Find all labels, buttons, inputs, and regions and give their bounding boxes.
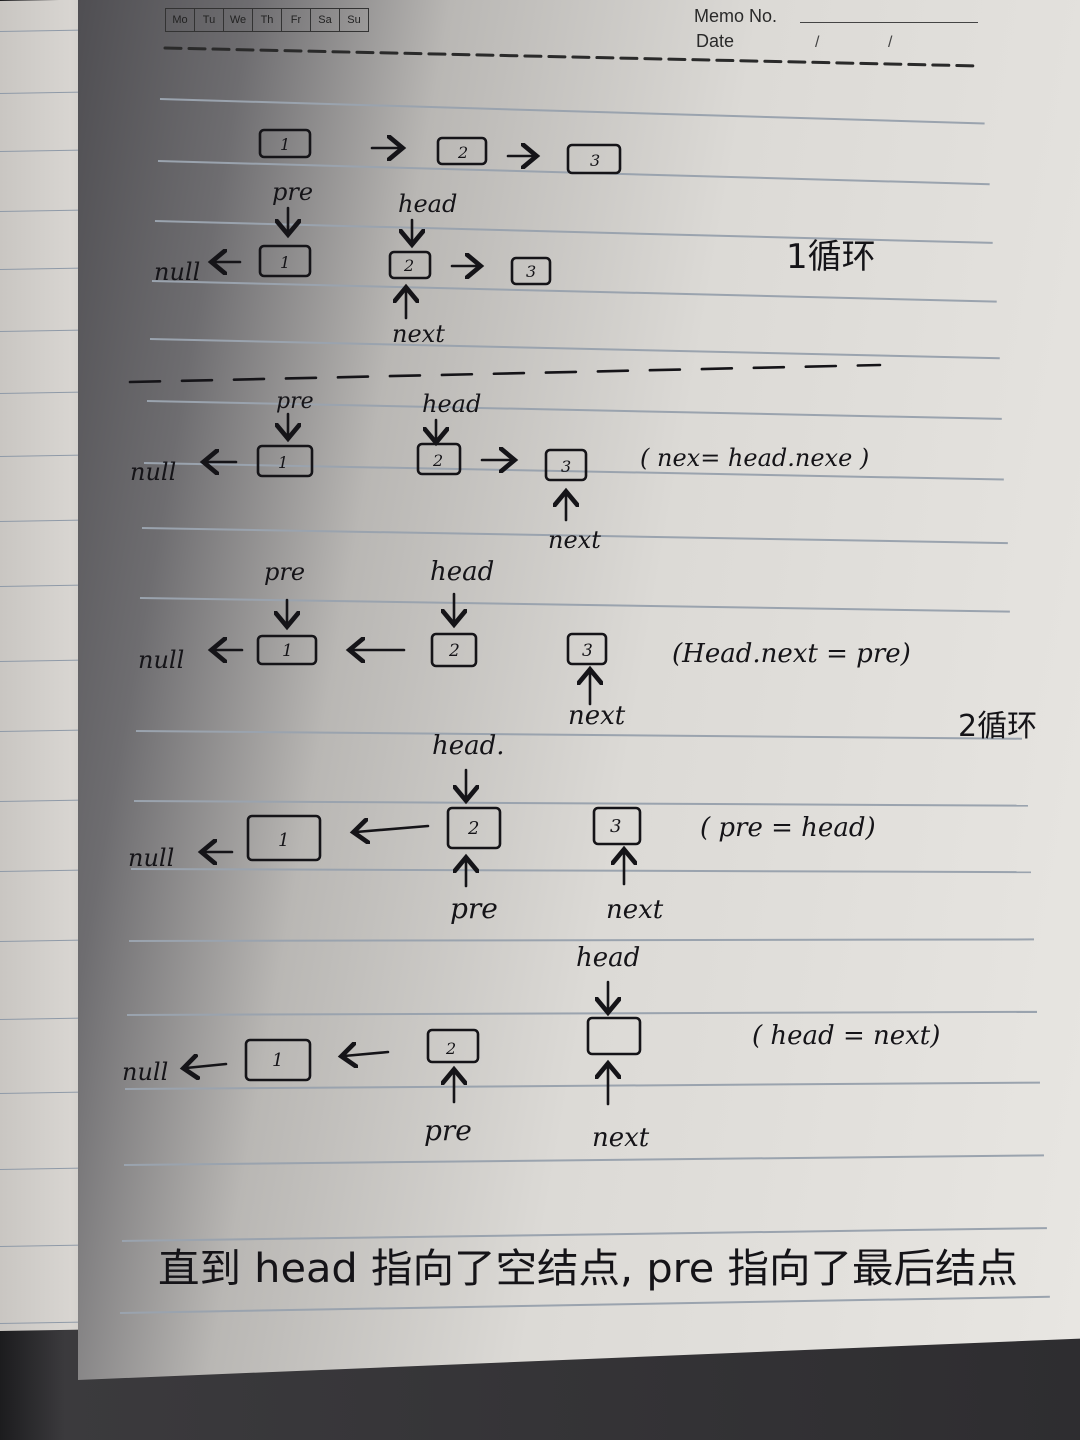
pre-label: pre bbox=[450, 892, 498, 925]
pre-label: pre bbox=[424, 1114, 472, 1147]
node-label: 2 bbox=[403, 256, 414, 275]
notebook-page bbox=[78, 0, 1080, 1380]
node-label: 2 bbox=[467, 818, 479, 839]
node-box bbox=[566, 632, 608, 666]
weekday-fr: Fr bbox=[282, 9, 311, 31]
memo-line bbox=[800, 22, 978, 23]
node-box bbox=[426, 1028, 480, 1064]
head-label: head bbox=[398, 190, 457, 218]
pre-label: pre bbox=[264, 558, 305, 586]
node-box bbox=[446, 806, 502, 850]
node-box bbox=[436, 136, 488, 166]
node-label: 3 bbox=[590, 151, 600, 170]
node-box bbox=[244, 1038, 312, 1082]
node-label: 1 bbox=[278, 453, 288, 472]
node-label: 2 bbox=[448, 641, 460, 661]
null-label: null bbox=[138, 646, 184, 674]
node-box bbox=[258, 128, 312, 159]
date-label: Date bbox=[696, 31, 735, 51]
loop-label: 1循环 bbox=[786, 237, 876, 277]
memo-label: Memo No. bbox=[694, 6, 778, 26]
next-label: next bbox=[548, 526, 601, 554]
node-box bbox=[416, 442, 462, 476]
node-label: 1 bbox=[282, 641, 293, 661]
node-label: 1 bbox=[280, 253, 290, 272]
step-note: ( nex= head.nexe ) bbox=[640, 444, 869, 472]
node-box bbox=[566, 143, 622, 175]
loop-label: 2循环 bbox=[958, 709, 1037, 744]
node-box bbox=[258, 244, 312, 278]
node-box bbox=[246, 814, 322, 862]
section-separator bbox=[128, 363, 882, 384]
weekday-boxes: Mo Tu We Th Fr Sa Su bbox=[165, 8, 369, 32]
head-label: head bbox=[422, 390, 481, 418]
node-box bbox=[510, 256, 552, 286]
node-label: 2 bbox=[445, 1039, 456, 1058]
null-label: null bbox=[154, 258, 200, 286]
node-label: 2 bbox=[432, 451, 443, 470]
next-label: next bbox=[606, 895, 664, 925]
empty-node-box bbox=[586, 1016, 642, 1056]
pre-label: pre bbox=[272, 178, 313, 206]
weekday-su: Su bbox=[347, 14, 361, 26]
node-label: 1 bbox=[280, 135, 290, 154]
next-label: next bbox=[592, 1123, 650, 1153]
step-note: ( head = next) bbox=[752, 1021, 940, 1051]
step-note: ( pre = head) bbox=[700, 813, 876, 843]
weekday-sa: Sa bbox=[311, 9, 340, 31]
node-box bbox=[388, 250, 432, 280]
node-label: 3 bbox=[561, 457, 571, 476]
header-dashed-line bbox=[163, 46, 982, 68]
step-note: (Head.next = pre) bbox=[672, 639, 911, 669]
date-separator-2: / bbox=[888, 34, 893, 51]
null-label: null bbox=[122, 1058, 168, 1086]
head-label: head bbox=[430, 557, 494, 587]
next-label: next bbox=[392, 320, 445, 348]
node-box bbox=[430, 632, 478, 668]
weekday-tu: Tu bbox=[195, 9, 224, 31]
node-label: 1 bbox=[272, 1050, 283, 1071]
weekday-mo: Mo bbox=[166, 9, 195, 31]
node-box bbox=[256, 444, 314, 478]
weekday-we: We bbox=[224, 9, 253, 31]
node-box bbox=[592, 806, 642, 846]
head-label: head. bbox=[432, 731, 505, 761]
next-label: next bbox=[568, 701, 626, 731]
node-label: 3 bbox=[526, 262, 536, 281]
node-box bbox=[256, 634, 318, 666]
null-label: null bbox=[130, 458, 176, 486]
node-label: 2 bbox=[457, 143, 468, 162]
node-label: 3 bbox=[610, 816, 621, 837]
pre-label: pre bbox=[276, 389, 314, 414]
date-separator-1: / bbox=[815, 34, 820, 51]
node-label: 3 bbox=[582, 641, 593, 661]
node-box bbox=[544, 448, 588, 482]
conclusion-text: 直到 head 指向了空结点, pre 指向了最后结点 bbox=[158, 1246, 1018, 1292]
null-label: null bbox=[128, 844, 174, 872]
weekday-th: Th bbox=[253, 9, 282, 31]
node-label: 1 bbox=[278, 830, 289, 851]
head-label: head bbox=[576, 943, 640, 973]
